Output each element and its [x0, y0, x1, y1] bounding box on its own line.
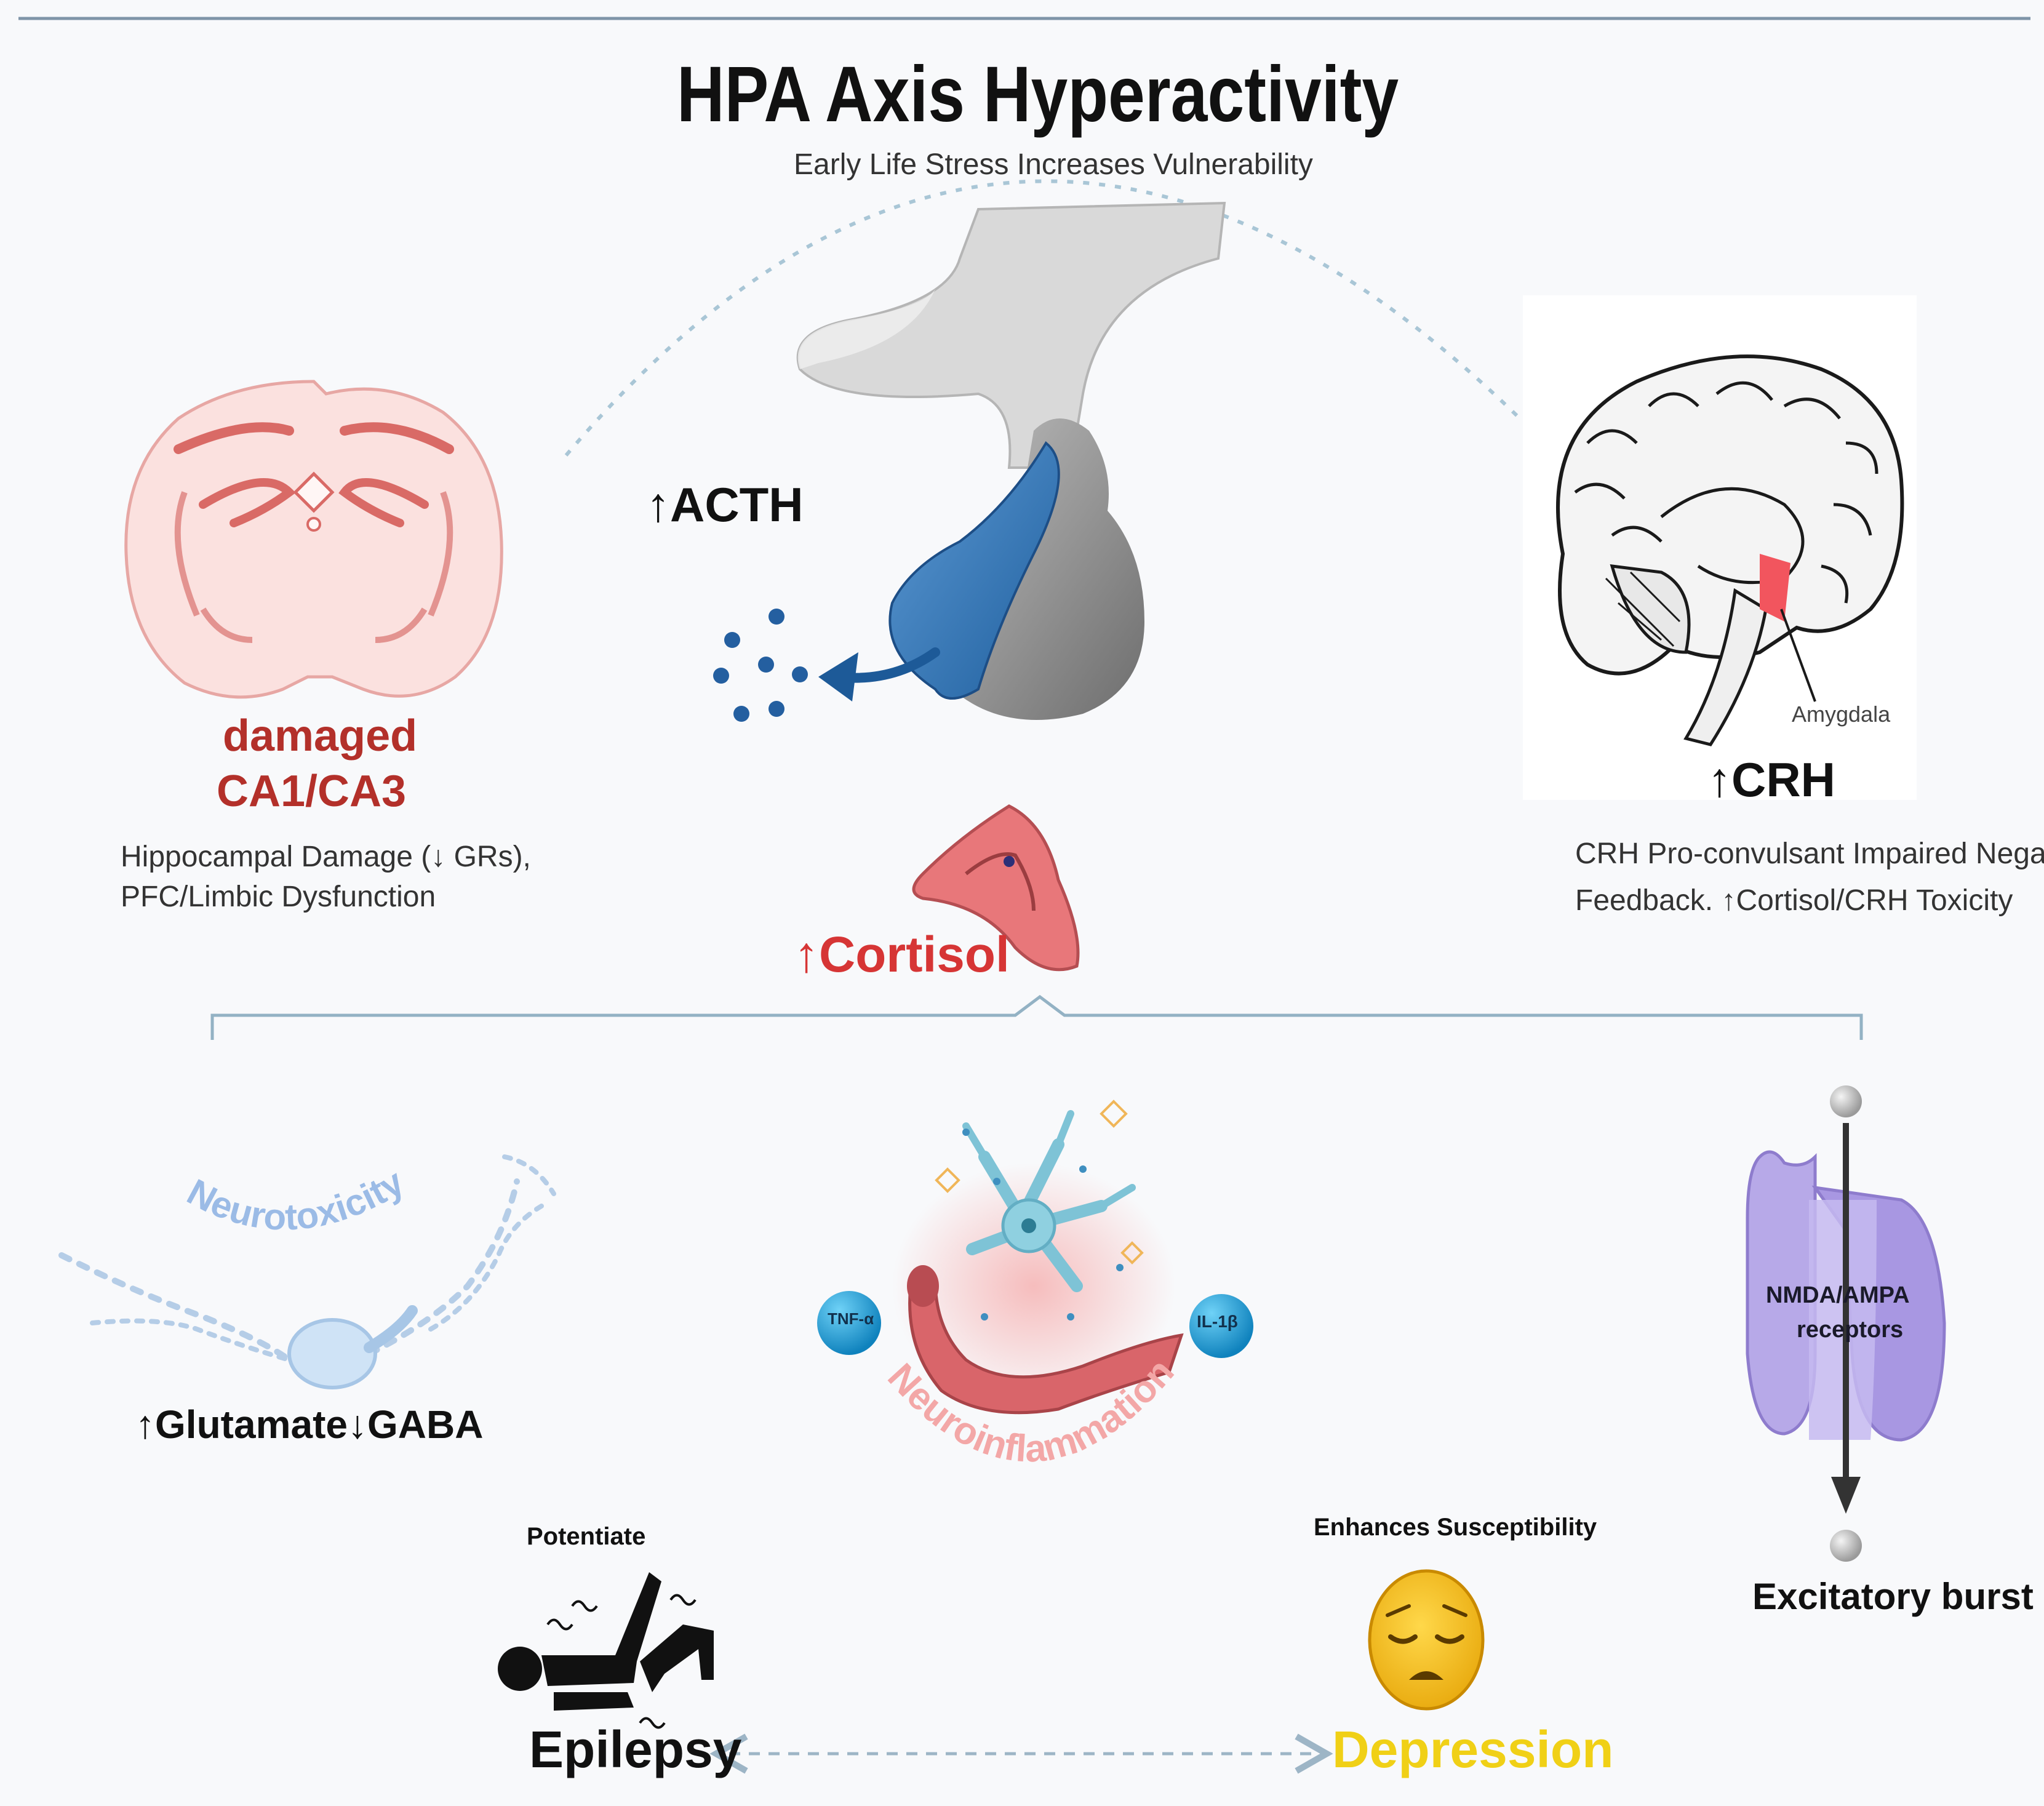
sagittal-brain-illustration [1523, 295, 1917, 800]
cortisol-label: ↑Cortisol [794, 927, 1010, 983]
receptor-label-line: NMDA/AMPA [1766, 1282, 1910, 1308]
il1-beta-circle [1189, 1294, 1253, 1358]
il1-beta-label: IL-1β [1197, 1312, 1238, 1331]
neuroinflammation-title: Neuroinflammation [879, 1351, 1182, 1471]
nmda-ampa-receptor-illustration [1746, 1085, 1946, 1562]
acth-label: ↑ACTH [646, 477, 804, 532]
neurotoxicity-illustration [58, 1154, 556, 1389]
diagram-title: HPA Axis Hyperactivity [677, 50, 1399, 138]
excitatory-burst-label: Excitatory burst [1752, 1576, 2034, 1617]
receptor-label-line: receptors [1797, 1317, 1904, 1343]
depression-label: Depression [1332, 1720, 1614, 1778]
adrenal-gland-illustration [912, 804, 1080, 972]
glutamate-label: ↑Glutamate [135, 1402, 348, 1447]
neurotoxicity-title: Neurotoxicity [181, 1163, 411, 1238]
tnf-alpha-circle [817, 1291, 881, 1355]
enhances-susceptibility-caption: Enhances Susceptibility [1314, 1514, 1597, 1541]
divergence-bracket [210, 994, 1863, 1040]
neuroinflammation-title-curve: Neuroinflammation [879, 1351, 1182, 1471]
epilepsy-label: Epilepsy [529, 1720, 742, 1778]
hippocampus-region-label: CA1/CA3 [217, 767, 407, 816]
hippocampus-damage-label: damaged [223, 711, 418, 761]
svg-text:Neurotoxicity: Neurotoxicity [181, 1163, 411, 1238]
neuroinflammation-illustration [817, 1100, 1253, 1415]
sad-face-icon [1368, 1569, 1485, 1711]
amygdala-label: Amygdala [1792, 701, 1891, 727]
crh-label: ↑CRH [1707, 753, 1835, 807]
dotted-arc [564, 179, 1522, 457]
neurotoxicity-title-curve: Neurotoxicity [181, 1163, 411, 1238]
coronal-brain-illustration [124, 380, 503, 699]
crh-description-line: CRH Pro-convulsant Impaired Negative [1575, 837, 2044, 870]
svg-text:Neuroinflammation: Neuroinflammation [879, 1351, 1182, 1471]
diagram-subtitle: Early Life Stress Increases Vulnerabilit… [794, 148, 1313, 181]
crh-description-line: Feedback. ↑Cortisol/CRH Toxicity [1575, 884, 2013, 917]
gaba-label: ↓GABA [348, 1402, 484, 1447]
potentiate-caption: Potentiate [527, 1523, 646, 1550]
hippocampus-description-line: PFC/Limbic Dysfunction [121, 881, 436, 913]
hippocampus-description-line: Hippocampal Damage (↓ GRs), [121, 841, 531, 873]
tnf-alpha-label: TNF-α [828, 1309, 874, 1328]
seizure-figure-icon [498, 1572, 714, 1729]
pituitary-illustration [713, 201, 1226, 722]
